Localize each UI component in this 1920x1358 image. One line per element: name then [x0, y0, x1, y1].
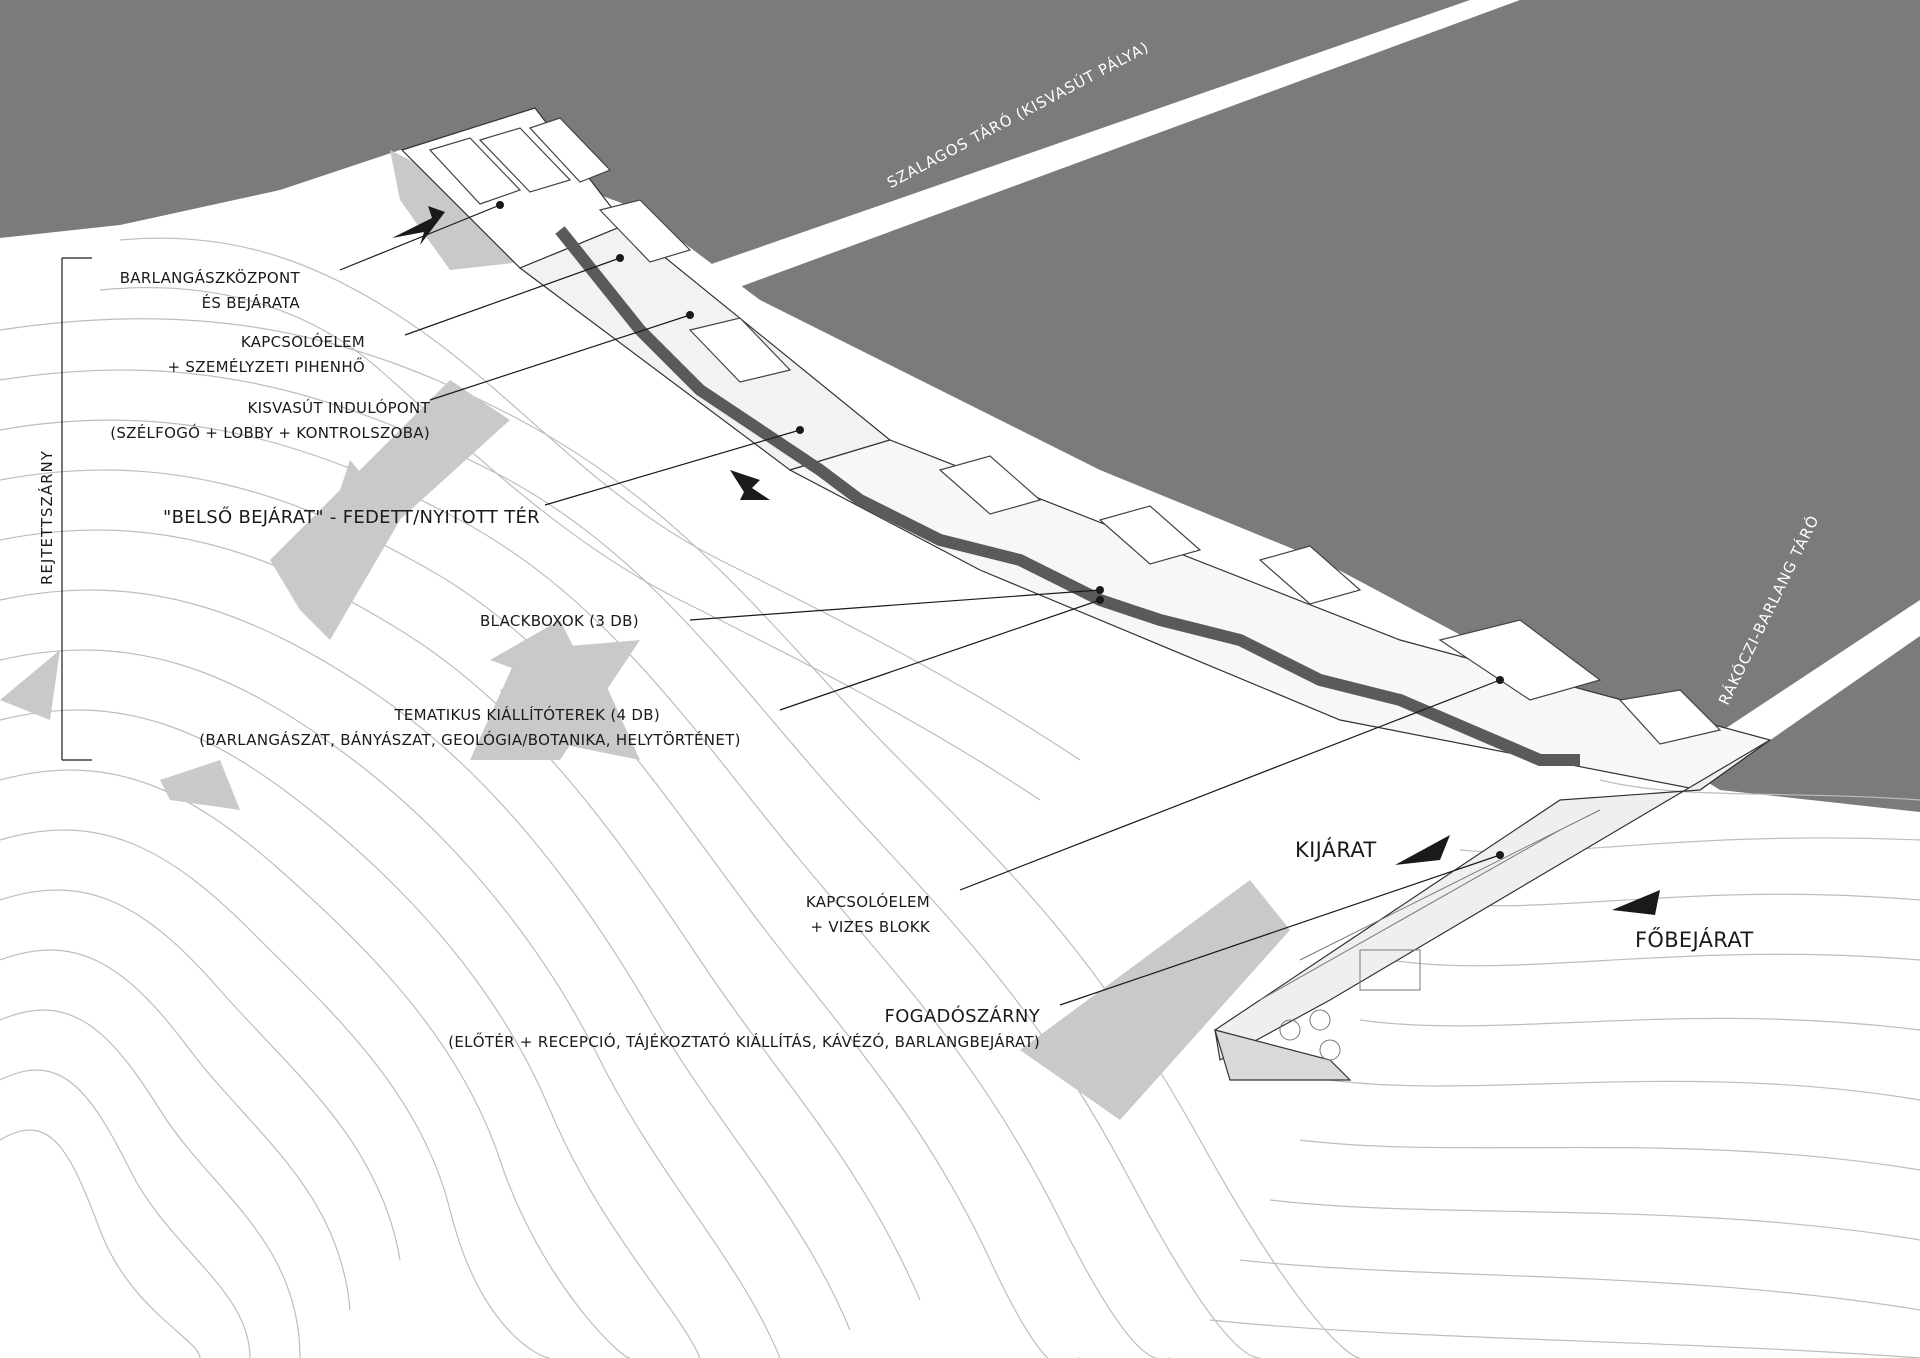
label-belso-bejarat: "BELSŐ BEJÁRAT" - FEDETT/NYITOTT TÉR — [120, 505, 540, 531]
label-line: KISVASÚT INDULÓPONT — [247, 399, 430, 417]
label-line: (BARLANGÁSZAT, BÁNYÁSZAT, GEOLÓGIA/BOTAN… — [199, 731, 741, 749]
label-line: (SZÉLFOGÓ + LOBBY + KONTROLSZOBA) — [110, 424, 430, 442]
tunnel-szalagos — [700, 0, 1520, 292]
label-line: BLACKBOXOK (3 DB) — [480, 612, 639, 630]
tunnel-rakoczi — [1708, 600, 1920, 768]
label-kapcsolo-1: KAPCSOLÓELEM + SZEMÉLYZETI PIHENHŐ — [140, 330, 365, 380]
label-tematikus: TEMATIKUS KIÁLLÍTÓTEREK (4 DB) (BARLANGÁ… — [160, 703, 780, 753]
label-line: + SZEMÉLYZETI PIHENHŐ — [167, 358, 365, 376]
label-line: FOGADÓSZÁRNY — [884, 1006, 1040, 1027]
label-fogado: FOGADÓSZÁRNY (ELŐTÉR + RECEPCIÓ, TÁJÉKOZ… — [400, 1004, 1040, 1055]
rock-mass — [0, 0, 1920, 812]
label-kisvasut: KISVASÚT INDULÓPONT (SZÉLFOGÓ + LOBBY + … — [90, 396, 430, 446]
wing-label: REJTETTSZÁRNY — [38, 450, 56, 585]
reception-wing — [1214, 739, 1771, 1061]
leader-dots — [496, 201, 1504, 859]
label-blackbox: BLACKBOXOK (3 DB) — [480, 609, 639, 634]
arrow-icon — [730, 470, 770, 500]
arrow-icon — [392, 206, 445, 245]
label-line: TEMATIKUS KIÁLLÍTÓTEREK (4 DB) — [394, 706, 660, 724]
label-kapcsolo-2: KAPCSOLÓELEM + VIZES BLOKK — [760, 890, 930, 940]
dark-corridor — [555, 226, 1580, 766]
leader-lines — [61, 204, 1501, 1006]
label-line: KAPCSOLÓELEM — [240, 333, 365, 351]
reception-front-wall — [1214, 1029, 1352, 1081]
building — [400, 107, 1772, 1081]
label-line: BARLANGÁSZKÖZPONT — [119, 269, 300, 287]
label-line: KAPCSOLÓELEM — [805, 893, 930, 911]
label-line: + VIZES BLOKK — [810, 918, 930, 936]
label-fobejarat: FŐBEJÁRAT — [1635, 928, 1754, 952]
label-line: "BELSŐ BEJÁRAT" - FEDETT/NYITOTT TÉR — [163, 507, 540, 528]
fobejarat-arrow-icon — [1612, 890, 1660, 915]
label-barlangasz: BARLANGÁSZKÖZPONT ÉS BEJÁRATA — [100, 266, 300, 316]
label-line: ÉS BEJÁRATA — [201, 294, 300, 312]
kijarat-arrow-icon — [1395, 835, 1450, 865]
label-line: (ELŐTÉR + RECEPCIÓ, TÁJÉKOZTATÓ KIÁLLÍTÁ… — [448, 1033, 1040, 1051]
label-kijarat: KIJÁRAT — [1295, 838, 1377, 862]
terrain-contours — [0, 237, 1920, 1358]
